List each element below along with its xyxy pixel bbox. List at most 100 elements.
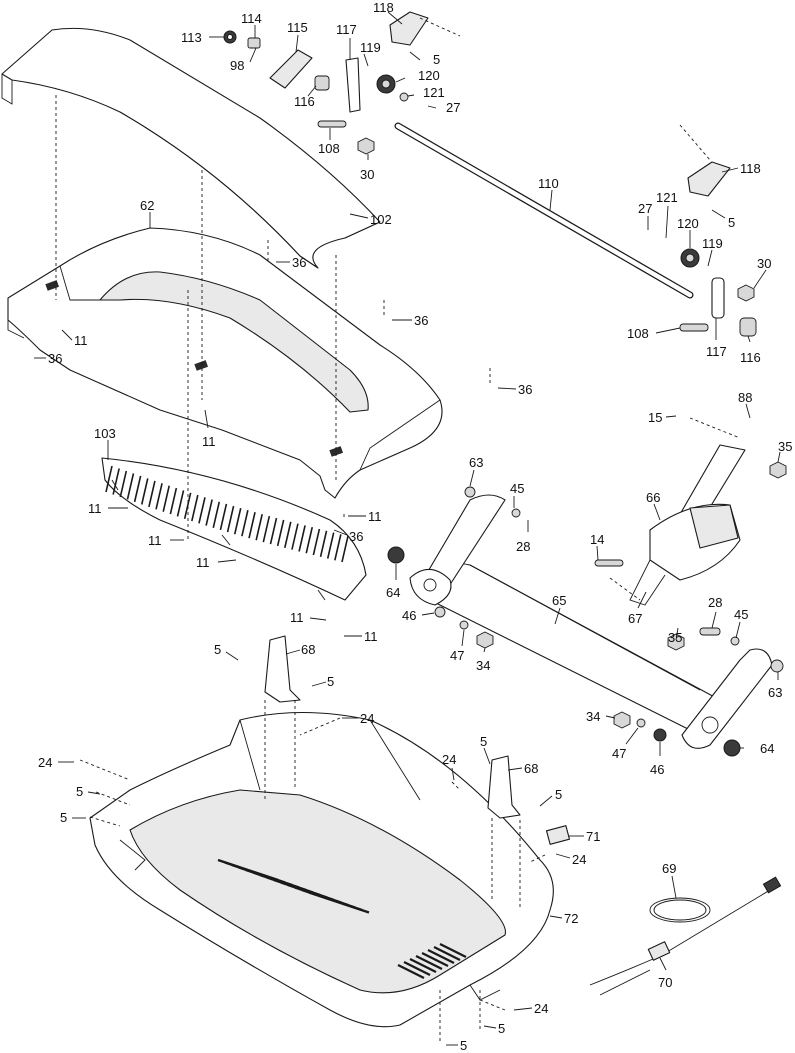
svg-text:119: 119 bbox=[360, 40, 381, 55]
svg-text:45: 45 bbox=[734, 607, 748, 622]
svg-text:65: 65 bbox=[552, 593, 566, 608]
grille-slat bbox=[291, 523, 299, 550]
bracket-71 bbox=[545, 825, 571, 845]
svg-text:64: 64 bbox=[386, 585, 400, 600]
grille-slat bbox=[248, 512, 256, 539]
callout-36-c: 36 bbox=[497, 382, 532, 397]
callout-47-b: 47 bbox=[612, 727, 639, 761]
grille-slat bbox=[226, 505, 235, 533]
grille-slat bbox=[205, 499, 213, 526]
callout-121-right: 121 bbox=[656, 190, 678, 239]
callout-116: 116 bbox=[294, 85, 317, 109]
grille-slat bbox=[262, 515, 271, 543]
grille-slat bbox=[219, 503, 228, 531]
callout-34-b: 34 bbox=[586, 709, 616, 724]
callout-36-b: 36 bbox=[392, 313, 428, 328]
svg-text:5: 5 bbox=[76, 784, 83, 799]
callout-14: 14 bbox=[590, 532, 604, 561]
svg-text:30: 30 bbox=[757, 256, 771, 271]
svg-text:46: 46 bbox=[402, 608, 416, 623]
svg-text:119: 119 bbox=[702, 236, 723, 251]
callout-5-top: 5 bbox=[409, 51, 440, 67]
grille-slat bbox=[148, 480, 156, 508]
svg-text:45: 45 bbox=[510, 481, 524, 496]
callout-35-a: 35 bbox=[777, 439, 792, 463]
svg-text:121: 121 bbox=[423, 85, 445, 100]
callout-72: 72 bbox=[549, 911, 578, 926]
grille-slat bbox=[140, 478, 149, 505]
grille-slat bbox=[312, 528, 321, 556]
svg-text:108: 108 bbox=[318, 141, 340, 156]
grille-slat bbox=[112, 468, 120, 495]
svg-text:11: 11 bbox=[74, 333, 88, 348]
callout-11-h: 11 bbox=[344, 629, 378, 644]
callout-118-right: 118 bbox=[721, 161, 761, 176]
svg-text:66: 66 bbox=[646, 490, 660, 505]
callout-layer: 113 114 115 117 118 98 119 5 120 121 116… bbox=[34, 0, 792, 1053]
callout-70: 70 bbox=[658, 957, 672, 990]
callout-5-f: 5 bbox=[60, 810, 86, 825]
svg-text:28: 28 bbox=[708, 595, 722, 610]
svg-text:11: 11 bbox=[202, 434, 216, 449]
svg-text:11: 11 bbox=[364, 629, 378, 644]
callout-15: 15 bbox=[648, 410, 677, 425]
callout-102: 102 bbox=[349, 212, 392, 227]
callout-11-b: 11 bbox=[202, 409, 216, 449]
callout-5-g: 5 bbox=[480, 734, 491, 765]
lift-frame-65 bbox=[409, 494, 773, 749]
lift-motor-66 bbox=[629, 444, 746, 606]
callout-30: 30 bbox=[360, 154, 374, 182]
assembly-lines bbox=[55, 17, 741, 1043]
svg-text:24: 24 bbox=[360, 711, 374, 726]
callout-120: 120 bbox=[395, 68, 440, 83]
svg-text:5: 5 bbox=[214, 642, 221, 657]
svg-text:118: 118 bbox=[740, 161, 761, 176]
callout-117: 117 bbox=[336, 22, 357, 60]
svg-text:36: 36 bbox=[349, 529, 363, 544]
callout-114: 114 bbox=[241, 11, 262, 38]
grille-slat bbox=[284, 521, 292, 548]
svg-text:70: 70 bbox=[658, 975, 672, 990]
svg-text:117: 117 bbox=[336, 22, 357, 37]
grille-slat bbox=[155, 483, 163, 510]
svg-text:11: 11 bbox=[148, 533, 162, 548]
svg-text:36: 36 bbox=[48, 351, 62, 366]
svg-text:5: 5 bbox=[460, 1038, 467, 1053]
grille-slat bbox=[162, 485, 170, 512]
grille-slat bbox=[133, 475, 142, 503]
callout-88: 88 bbox=[738, 390, 752, 419]
svg-text:121: 121 bbox=[656, 190, 678, 205]
svg-text:47: 47 bbox=[612, 746, 626, 761]
svg-text:120: 120 bbox=[418, 68, 440, 83]
callout-35-b: 35 bbox=[668, 627, 682, 645]
svg-text:67: 67 bbox=[628, 611, 642, 626]
callout-11-c: 11 bbox=[88, 501, 128, 516]
grille-slat bbox=[183, 492, 192, 519]
callout-5-i: 5 bbox=[483, 1021, 505, 1036]
svg-text:69: 69 bbox=[662, 861, 676, 876]
svg-text:63: 63 bbox=[768, 685, 782, 700]
grille-slat bbox=[255, 514, 263, 541]
grille-slat bbox=[169, 487, 178, 515]
grille-slat bbox=[305, 527, 314, 554]
svg-text:5: 5 bbox=[728, 215, 735, 230]
svg-text:24: 24 bbox=[38, 755, 52, 770]
grille-slat bbox=[341, 535, 349, 563]
grille-slat bbox=[176, 490, 185, 517]
svg-text:88: 88 bbox=[738, 390, 752, 405]
grille-slat bbox=[241, 510, 249, 537]
base-vent-slot bbox=[427, 949, 455, 964]
base-vent-slot bbox=[409, 958, 437, 973]
svg-text:14: 14 bbox=[590, 532, 604, 547]
callout-68-a: 68 bbox=[285, 642, 315, 657]
svg-text:102: 102 bbox=[370, 212, 392, 227]
callout-45-b: 45 bbox=[734, 607, 748, 639]
callout-5-h: 5 bbox=[539, 787, 562, 807]
callout-62: 62 bbox=[140, 198, 154, 228]
callout-118: 118 bbox=[373, 0, 403, 25]
svg-text:98: 98 bbox=[230, 58, 244, 73]
svg-text:11: 11 bbox=[196, 555, 210, 570]
svg-text:68: 68 bbox=[524, 761, 538, 776]
svg-text:27: 27 bbox=[446, 100, 460, 115]
